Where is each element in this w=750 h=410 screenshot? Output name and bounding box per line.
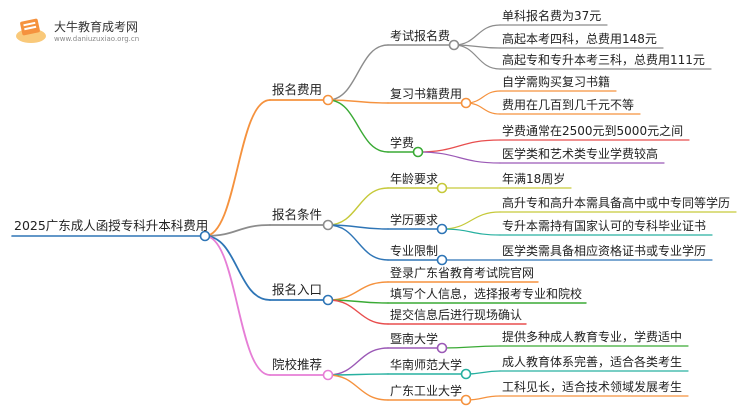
item-connector — [327, 224, 389, 261]
item-connector — [327, 281, 389, 301]
collapse-toggle[interactable] — [460, 368, 472, 380]
collapse-toggle[interactable] — [322, 94, 334, 106]
collapse-toggle[interactable] — [460, 97, 472, 109]
subtopic: 专业限制 — [390, 244, 439, 258]
collapse-toggle[interactable] — [322, 369, 334, 381]
collapse-toggle[interactable] — [436, 254, 448, 266]
leaf-connector — [453, 24, 501, 46]
item-connector — [327, 299, 389, 325]
leaf-topic: 学费通常在2500元到5000元之间 — [502, 124, 684, 138]
collapse-toggle[interactable] — [436, 223, 448, 235]
leaf-connector — [441, 211, 501, 230]
branch-connector — [204, 224, 271, 237]
collapse-toggle[interactable] — [322, 219, 334, 231]
brand-url: www.daniuzuxiao.org.cn — [54, 35, 140, 43]
collapse-toggle[interactable] — [322, 294, 334, 306]
branch-topic: 报名入口 — [272, 282, 323, 297]
leaf-topic: 高起本考四科，总费用148元 — [502, 32, 657, 46]
leaf-topic: 专升本需持有国家认可的专科毕业证书 — [502, 219, 707, 233]
item-connector — [327, 99, 389, 153]
leaf-connector — [441, 228, 501, 236]
subtopic: 年龄要求 — [390, 172, 439, 186]
subtopic: 学历要求 — [390, 213, 439, 227]
leaf-topic: 医学类和艺术类专业学费较高 — [502, 147, 659, 161]
subtopic: 复习书籍费用 — [390, 87, 463, 101]
leaf-connector — [417, 139, 501, 153]
leaf-topic: 高起专和专升本考三科，总费用111元 — [502, 53, 705, 67]
leaf-topic: 提供多种成人教育专业，学费适中 — [502, 330, 683, 344]
branch-topic: 院校推荐 — [272, 357, 323, 372]
collapse-toggle[interactable] — [448, 39, 460, 51]
leaf-topic: 单科报名费为37元 — [502, 9, 602, 23]
subtopic: 华南师范大学 — [390, 358, 463, 372]
subtopic: 学费 — [390, 136, 415, 150]
leaf-topic: 医学类需具备相应资格证书或专业学历 — [502, 244, 707, 258]
subtopic: 登录广东省教育考试院官网 — [390, 266, 535, 280]
root-topic: 2025广东成人函授专科升本科费用 — [14, 218, 209, 233]
subtopic: 考试报名费 — [390, 29, 451, 43]
collapse-toggle[interactable] — [460, 394, 472, 406]
collapse-toggle[interactable] — [436, 342, 448, 354]
collapse-toggle[interactable] — [199, 230, 211, 242]
branch-topic: 报名条件 — [272, 207, 323, 222]
leaf-topic: 年满18周岁 — [502, 172, 566, 186]
branch-connector — [204, 235, 271, 301]
leaf-connector — [417, 151, 501, 164]
collapse-toggle[interactable] — [412, 146, 424, 158]
leaf-topic: 费用在几百到几千元不等 — [502, 98, 635, 112]
leaf-topic: 高升专和高升本需具备高中或中专同等学历 — [502, 196, 731, 210]
branch-connector — [204, 99, 271, 237]
subtopic: 广东工业大学 — [390, 384, 463, 398]
subtopic: 提交信息后进行现场确认 — [390, 308, 523, 322]
item-connector — [327, 187, 389, 226]
brand-logo: 大牛教育成考网 www.daniuzuxiao.org.cn — [14, 14, 234, 48]
item-connector — [327, 99, 389, 104]
book-logo-icon — [16, 18, 46, 43]
subtopic: 填写个人信息，选择报考专业和院校 — [390, 287, 583, 301]
leaf-connector — [441, 345, 501, 349]
leaf-topic: 成人教育体系完善，适合各类考生 — [502, 355, 683, 369]
brand-name: 大牛教育成考网 — [54, 20, 139, 34]
leaf-connector — [465, 102, 501, 115]
item-connector — [327, 374, 389, 401]
leaf-topic: 自学需购买复习书籍 — [502, 75, 611, 89]
subtopic: 暨南大学 — [390, 332, 439, 346]
branch-topic: 报名费用 — [272, 82, 323, 97]
item-connector — [327, 44, 389, 101]
leaf-connector — [453, 44, 501, 70]
item-connector — [327, 347, 389, 376]
collapse-toggle[interactable] — [436, 182, 448, 194]
leaf-connector — [465, 90, 501, 104]
branch-connector — [204, 235, 271, 376]
leaf-topic: 工科见长，适合技术领域发展考生 — [502, 380, 683, 394]
